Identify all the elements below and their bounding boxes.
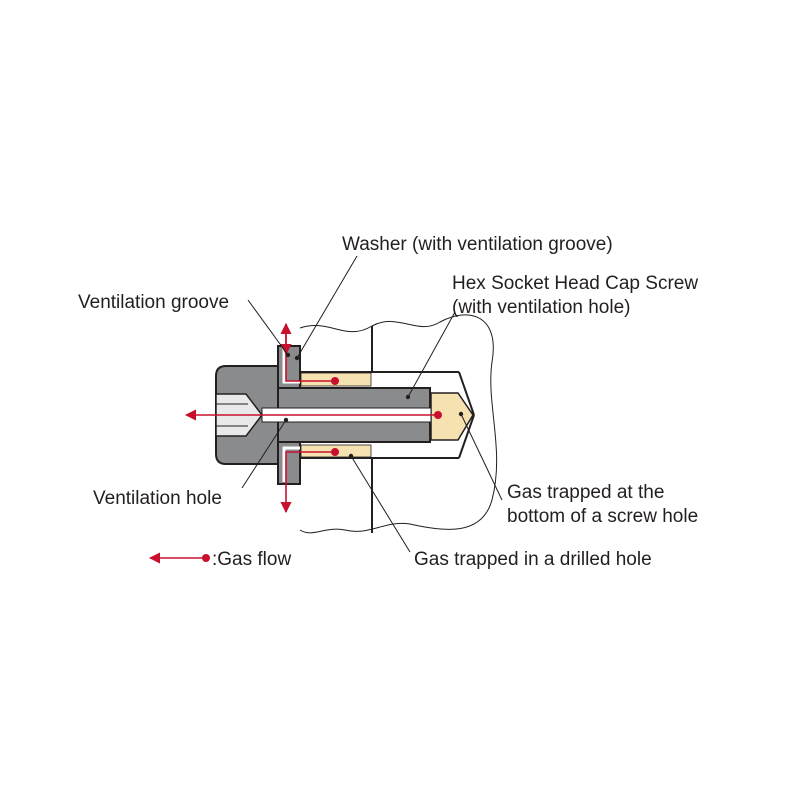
label-screw-line2: (with ventilation hole) — [452, 297, 630, 318]
washer-groove-top — [282, 348, 300, 384]
label-gas-bottom-line1: Gas trapped at the — [507, 482, 664, 503]
flow-top-dot — [331, 377, 339, 385]
legend-label: :Gas flow — [212, 549, 291, 570]
flow-bottom — [280, 451, 335, 514]
gas-flow-arrows — [184, 322, 442, 514]
legend: :Gas flow — [148, 549, 291, 570]
label-washer: Washer (with ventilation groove) — [342, 234, 613, 255]
washer-groove-bottom — [282, 446, 300, 482]
leader-lines — [241, 255, 503, 553]
label-gas-drilled: Gas trapped in a drilled hole — [414, 549, 652, 570]
flow-source-dot — [434, 411, 442, 419]
label-ventilation-hole: Ventilation hole — [93, 488, 222, 509]
leader-dots — [283, 352, 464, 459]
label-ventilation-groove: Ventilation groove — [78, 292, 229, 313]
legend-dot — [202, 554, 210, 562]
label-screw-line1: Hex Socket Head Cap Screw — [452, 273, 698, 294]
label-gas-bottom-line2: bottom of a screw hole — [507, 506, 698, 527]
flow-bottom-dot — [331, 448, 339, 456]
